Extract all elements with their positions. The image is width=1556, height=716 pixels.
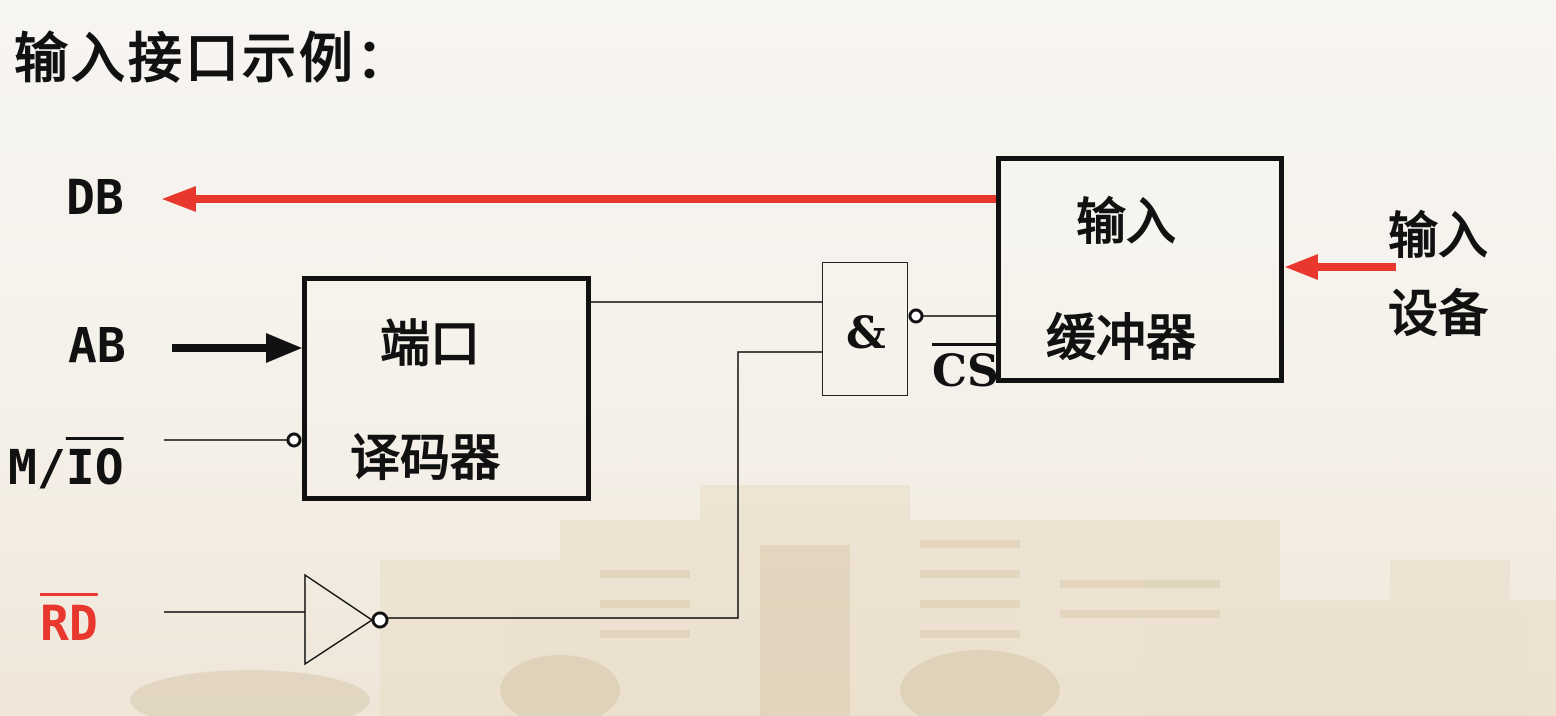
- rd-inverter-bubble: [371, 611, 389, 629]
- input-device-label-line1: 输入: [1388, 206, 1488, 265]
- rd-label: RD: [40, 596, 98, 652]
- mio-label-io: IO: [65, 440, 124, 496]
- input-buffer-label-line2: 缓冲器: [1046, 308, 1196, 367]
- mio-inversion-bubble: [286, 432, 302, 448]
- cs-label: CS: [932, 346, 999, 397]
- port-decoder-block: [302, 276, 591, 501]
- mio-label-m: M/: [8, 440, 66, 496]
- ab-bus-arrow: [172, 333, 302, 363]
- db-bus-arrow: [162, 186, 998, 212]
- port-decoder-label-line2: 译码器: [350, 428, 500, 487]
- input-buffer-block: [996, 156, 1284, 383]
- ab-label: AB: [68, 318, 126, 374]
- rd-inverter-gate: [304, 573, 374, 666]
- page-title: 输入接口示例：: [14, 26, 413, 90]
- input-buffer-label-line1: 输入: [1076, 192, 1176, 251]
- db-label: DB: [66, 170, 124, 226]
- input-device-label-line2: 设备: [1388, 284, 1488, 343]
- and-gate: [822, 262, 908, 396]
- and-output-bubble: [908, 308, 924, 324]
- mio-label: M/IO: [8, 440, 124, 496]
- and-gate-symbol: &: [846, 308, 886, 359]
- device-input-arrow: [1285, 254, 1396, 280]
- rd-to-and-wire: [387, 351, 822, 619]
- port-decoder-label-line1: 端口: [380, 314, 480, 373]
